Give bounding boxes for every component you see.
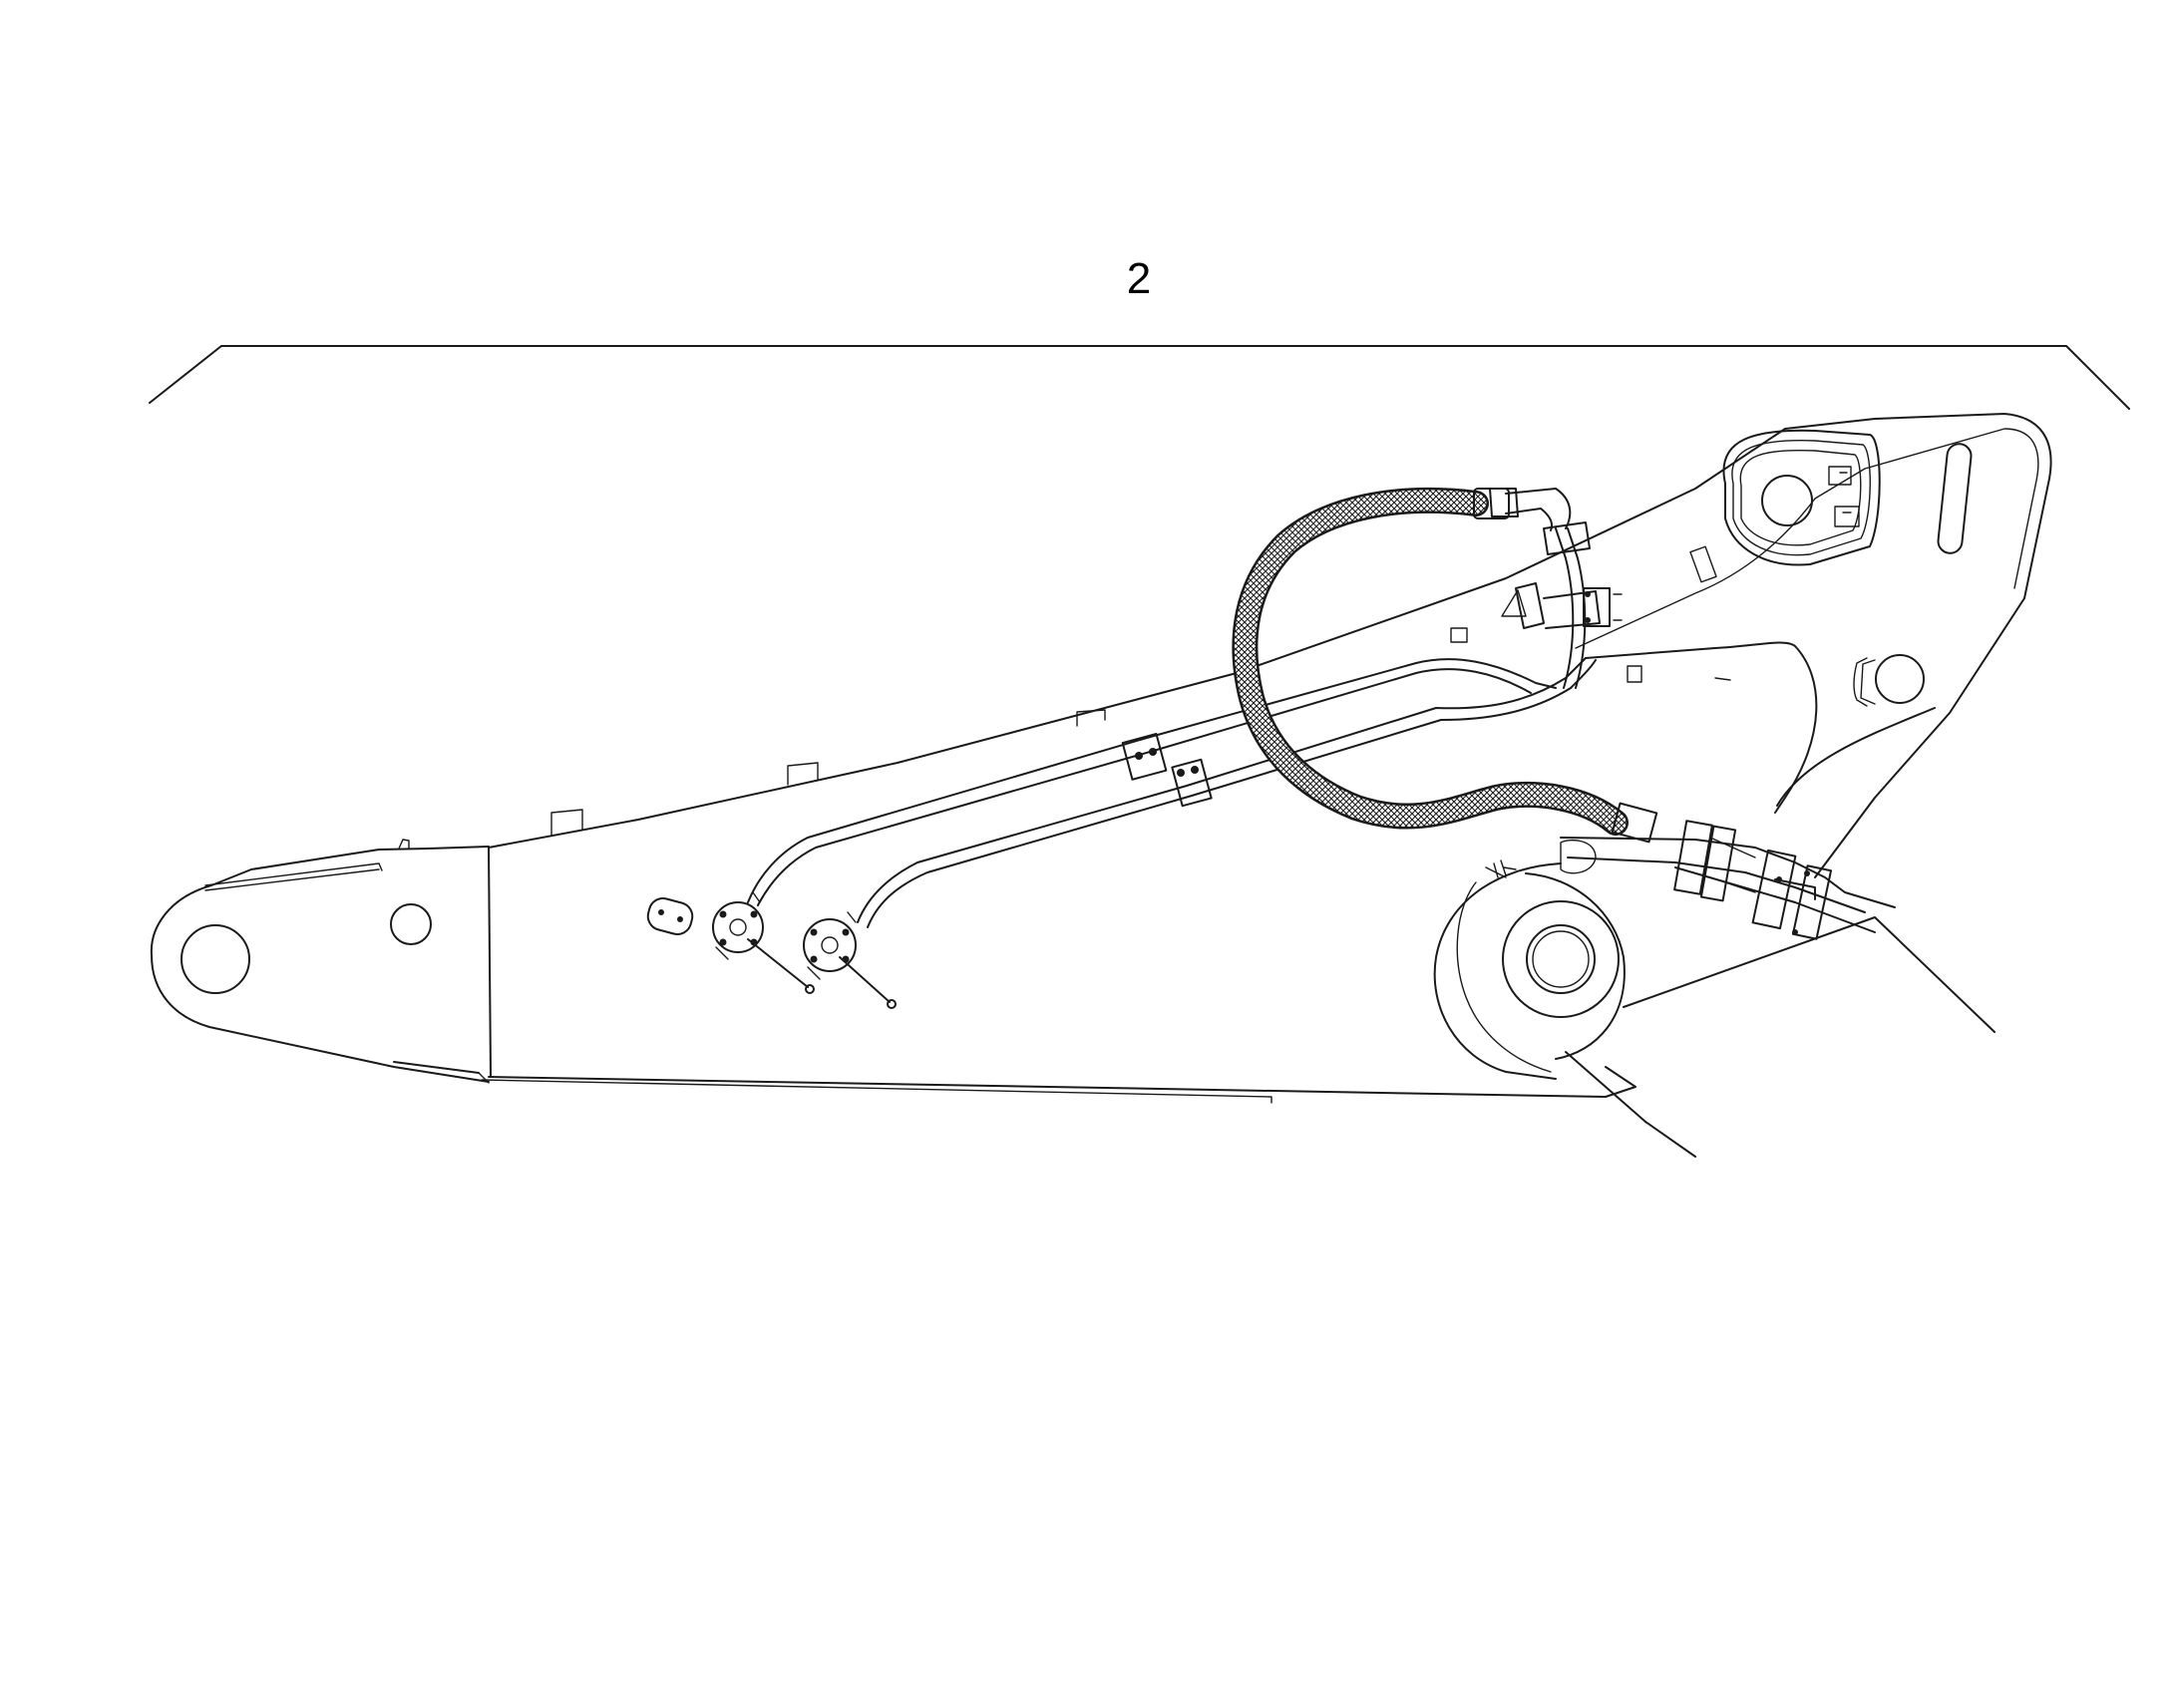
braided-hose xyxy=(1232,487,1658,844)
callout-number: 2 xyxy=(1126,254,1152,303)
valve-disc-right xyxy=(803,911,897,1009)
hydraulic-tubes xyxy=(646,488,1896,1009)
valve-disc-left xyxy=(712,891,815,994)
callout-bracket xyxy=(149,345,2130,410)
boom-structure xyxy=(150,413,2052,1158)
